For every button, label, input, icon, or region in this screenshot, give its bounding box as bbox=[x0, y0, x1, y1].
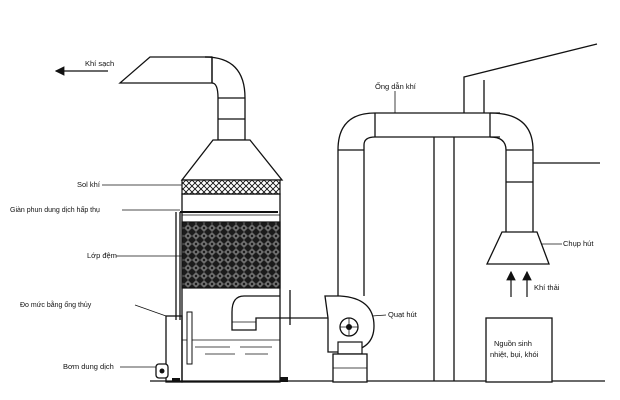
building bbox=[433, 43, 600, 381]
main-duct bbox=[337, 112, 534, 296]
spray-rack-label: Giàn phun dung dịch hấp thụ bbox=[10, 205, 100, 214]
pump bbox=[155, 363, 169, 379]
mist-label: Sol khí bbox=[77, 180, 101, 189]
heat-source-label-2: nhiệt, bụi, khói bbox=[490, 350, 539, 359]
duct-label: Ống dẫn khí bbox=[375, 81, 417, 91]
level-gauge-label: Đo mức bằng ống thủy bbox=[20, 300, 92, 309]
mist-eliminator bbox=[181, 179, 281, 195]
fan-label: Quạt hút bbox=[388, 310, 418, 319]
absorption-tower bbox=[165, 139, 288, 383]
hood-label: Chụp hút bbox=[563, 239, 594, 248]
clean-air-label: Khí sạch bbox=[85, 59, 114, 68]
packing-label: Lớp đệm bbox=[87, 251, 117, 260]
level-gauge-tube bbox=[186, 311, 193, 365]
outlet-duct bbox=[118, 56, 246, 141]
exhaust-label: Khí thải bbox=[534, 283, 560, 292]
pump-label: Bơm dung dịch bbox=[63, 362, 114, 371]
hood bbox=[485, 231, 550, 265]
packing-layer bbox=[181, 221, 281, 289]
heat-source-box bbox=[485, 317, 553, 383]
heat-source-label-1: Nguồn sinh bbox=[494, 339, 532, 348]
fan-assembly bbox=[231, 290, 375, 383]
